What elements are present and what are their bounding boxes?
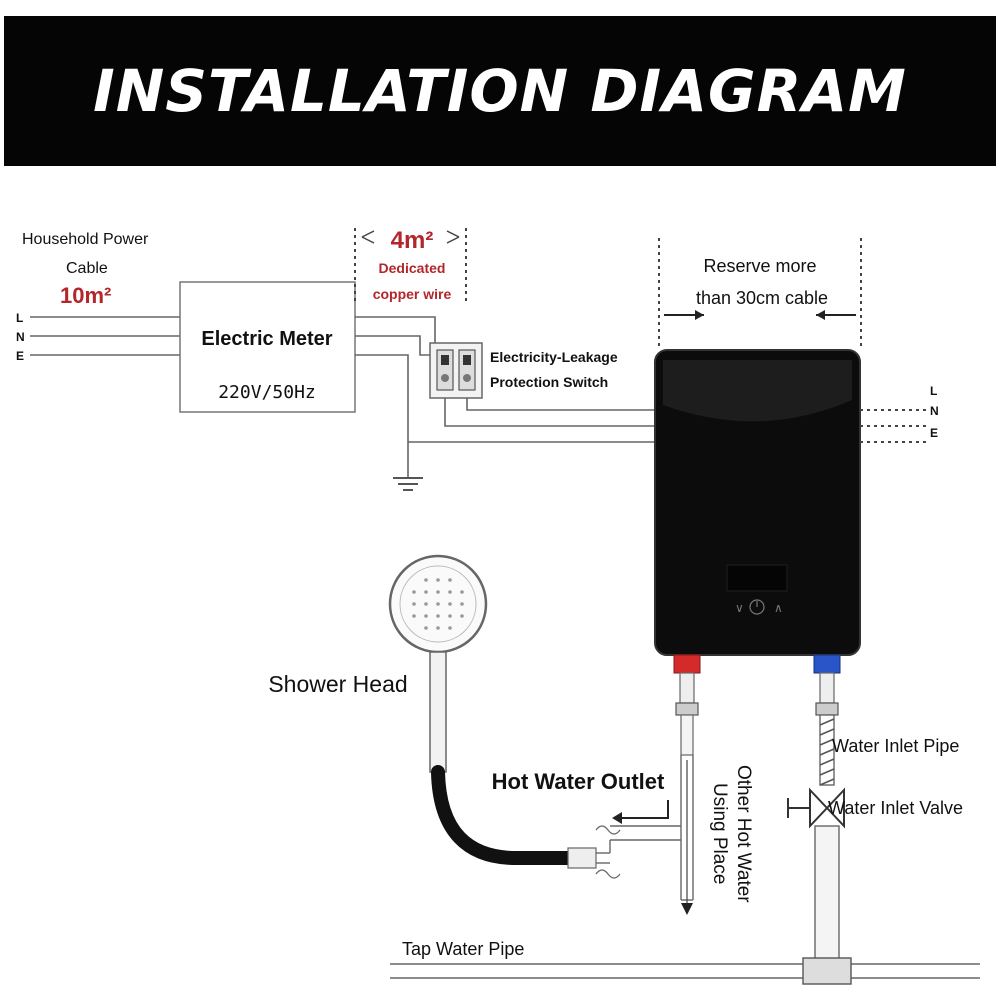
switch-label-line2: Protection Switch xyxy=(490,374,608,390)
reserve-label-line1: Reserve more xyxy=(703,256,816,276)
wire-n-meter-out xyxy=(355,335,433,356)
wire-e-meter-out xyxy=(355,354,409,478)
shower-handle xyxy=(429,651,447,773)
diagram-title: INSTALLATION DIAGRAM xyxy=(93,57,907,125)
ground-symbol xyxy=(393,477,423,491)
title-banner: INSTALLATION DIAGRAM xyxy=(4,16,996,166)
temperature-up-icon[interactable]: ∧ xyxy=(774,601,783,615)
terminal-label-l: L xyxy=(930,384,937,398)
heater-display xyxy=(726,564,788,592)
cold-inlet-connector xyxy=(813,654,841,674)
switch-label-line1: Electricity-Leakage xyxy=(490,349,618,365)
water-inlet-valve-icon[interactable] xyxy=(809,787,845,829)
meter-box xyxy=(179,281,356,413)
inlet-braided-hose xyxy=(819,714,835,786)
temperature-down-icon[interactable]: ∨ xyxy=(735,601,744,615)
terminal-label-n: N xyxy=(930,404,939,418)
heater-gloss xyxy=(663,360,852,422)
shower-assembly: Shower Head xyxy=(268,554,611,869)
meter-output-wires xyxy=(355,316,436,491)
leakage-protection-switch: Electricity-Leakage Protection Switch xyxy=(429,342,618,399)
phase-label-e: E xyxy=(16,349,24,363)
phase-label-n: N xyxy=(16,330,25,344)
cold-water-inlet: Water Inlet Pipe Water Inlet Valve xyxy=(787,672,963,965)
copper-label-line1: Dedicated xyxy=(379,260,446,276)
other-hot-water-line2: Using Place xyxy=(709,783,730,884)
copper-size-label: 4m² xyxy=(391,227,434,254)
phase-label-l: L xyxy=(16,311,23,325)
meter-title: Electric Meter xyxy=(201,328,332,350)
copper-label-line2: copper wire xyxy=(373,286,452,302)
wire-l-heater xyxy=(466,398,655,411)
tap-water-pipe-label: Tap Water Pipe xyxy=(402,939,524,959)
water-heater-unit: ∨ ∧ L N E xyxy=(654,349,939,674)
switch-to-heater-wires xyxy=(408,398,655,443)
wire-n-heater xyxy=(444,398,655,427)
tap-water-pipe: Tap Water Pipe xyxy=(390,939,980,985)
hot-water-pipe xyxy=(595,672,699,915)
shower-head-label: Shower Head xyxy=(268,671,407,697)
other-hot-water-label: Other Hot Water Using Place xyxy=(709,765,754,903)
terminal-label-e: E xyxy=(930,426,938,440)
water-inlet-pipe-label: Water Inlet Pipe xyxy=(832,736,959,756)
water-inlet-valve-label: Water Inlet Valve xyxy=(828,798,963,818)
reserve-cable-callout: Reserve more than 30cm cable xyxy=(658,238,862,350)
hot-outlet-connector xyxy=(673,654,701,674)
reserve-label-line2: than 30cm cable xyxy=(696,288,828,308)
meter-rating: 220V/50Hz xyxy=(218,382,316,403)
cable-label-line2: Cable xyxy=(66,260,108,277)
cable-label-line1: Household Power xyxy=(22,231,149,248)
electric-meter: Electric Meter 220V/50Hz xyxy=(179,281,356,413)
tee-fitting xyxy=(802,957,852,985)
power-icon[interactable] xyxy=(749,599,765,615)
other-hot-water-line1: Other Hot Water xyxy=(733,765,754,903)
heater-body xyxy=(654,349,861,656)
shower-hose xyxy=(431,765,577,866)
hot-water-outlet-label: Hot Water Outlet xyxy=(492,769,665,794)
wire-l-meter-out xyxy=(355,316,436,345)
cable-size-label: 10m² xyxy=(60,283,111,308)
household-power-cable: Household Power Cable 10m² L N E xyxy=(16,231,180,363)
copper-wire-callout: 4m² Dedicated copper wire xyxy=(354,227,467,305)
